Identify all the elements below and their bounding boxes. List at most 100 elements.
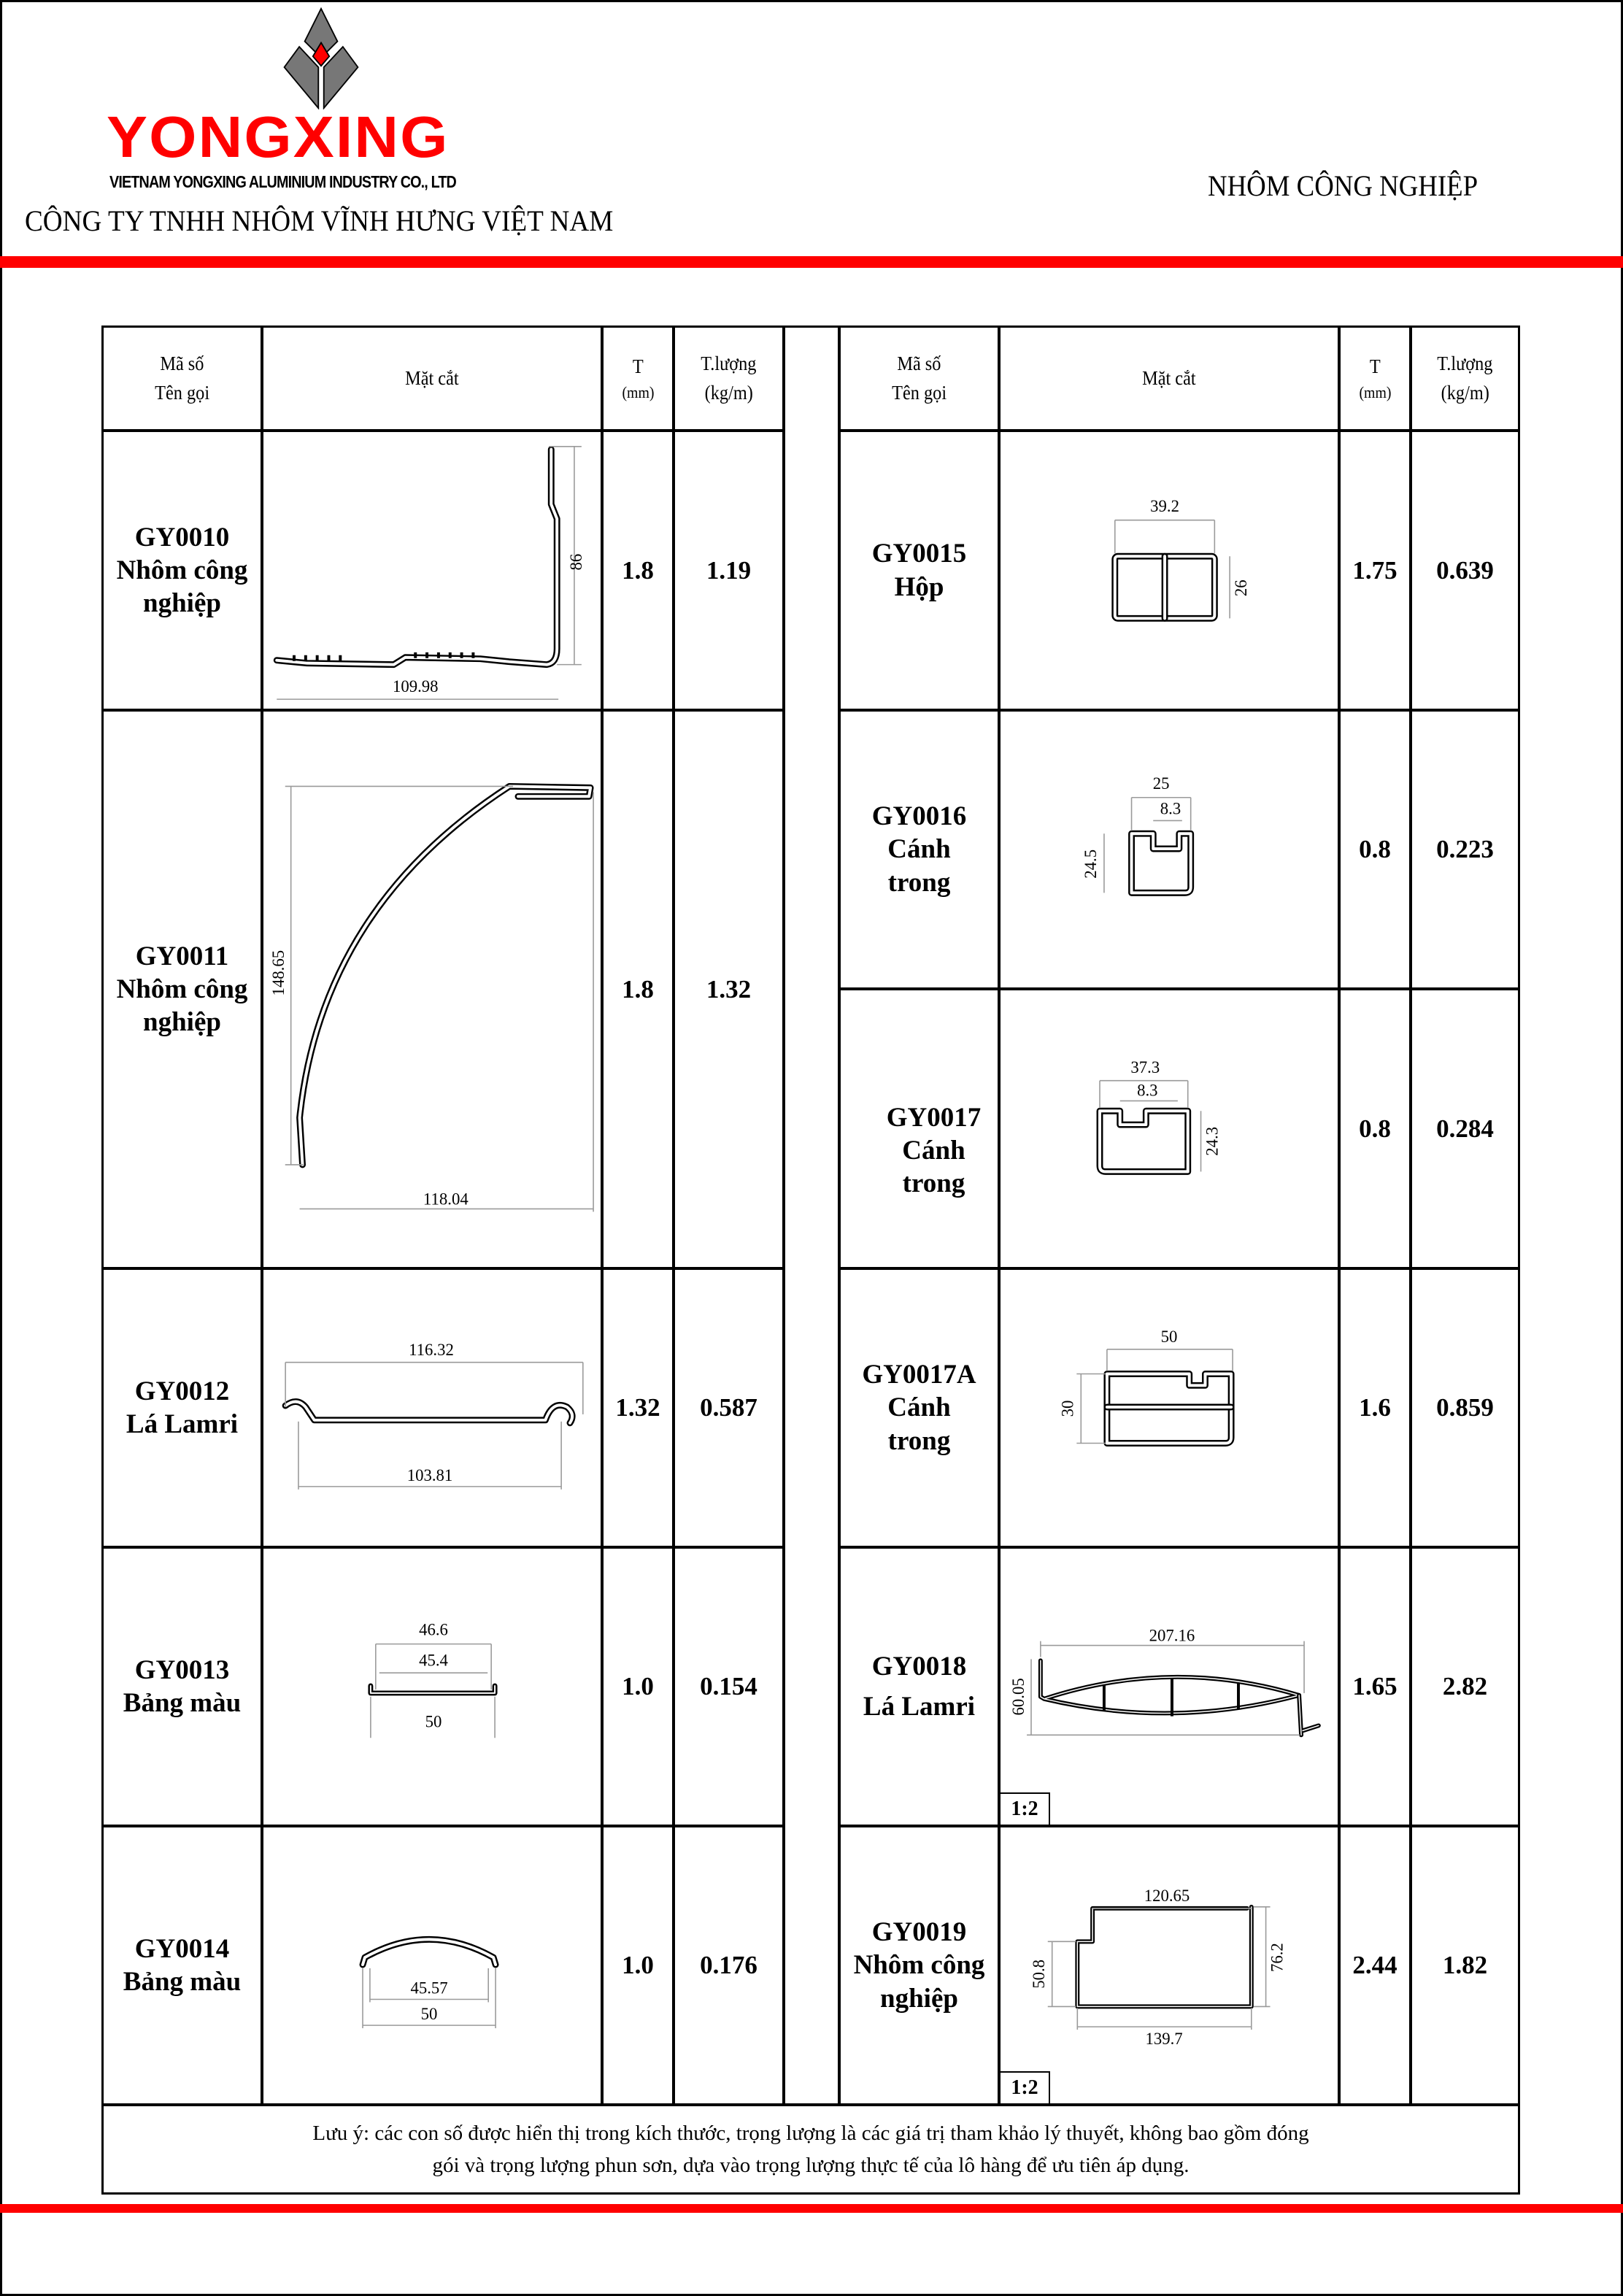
product-name: nghiệp	[143, 1007, 221, 1038]
header-t-unit: (mm)	[621, 383, 654, 402]
profile-inner-outline	[284, 1400, 574, 1425]
weight-cell: 1.82	[1410, 1825, 1520, 2106]
profile-drawing-gy0011: 148.65 118.04	[269, 782, 594, 1212]
brand-subtitle: VIETNAM YONGXING ALUMINIUM INDUSTRY CO.,…	[109, 172, 457, 191]
product-name: Bảng màu	[123, 1688, 242, 1718]
weight-value: 2.82	[1442, 1672, 1488, 1700]
thickness-value: 1.0	[622, 1951, 654, 1979]
profile-inner-outline	[1105, 1372, 1233, 1445]
profile-outline	[1038, 1658, 1302, 1716]
note-box: Lưu ý: các con số được hiển thị trong kí…	[101, 2104, 1520, 2195]
profile-outline	[273, 446, 560, 669]
yongxing-logo-icon	[283, 7, 359, 109]
dimension-label: 50	[1161, 1328, 1178, 1346]
dimension-label: 116.32	[409, 1341, 454, 1359]
profile-outline	[1128, 830, 1195, 896]
profile-drawing-gy0010: 86 109.98	[273, 445, 585, 700]
product-name: trong	[887, 867, 951, 898]
weight-value: 0.154	[700, 1672, 757, 1700]
weight-cell: 0.176	[673, 1825, 784, 2106]
dimension-label: 148.65	[269, 950, 288, 996]
profile-outline	[296, 782, 594, 1168]
weight-cell: 0.859	[1410, 1268, 1520, 1548]
weight-cell: 1.32	[673, 709, 784, 1269]
weight-cell: 0.154	[673, 1546, 784, 1827]
weight-value: 1.19	[706, 555, 752, 585]
product-code: GY0012	[134, 1376, 230, 1406]
weight-cell: 0.639	[1410, 430, 1520, 711]
section-drawing-cell: 207.16 60.05 1:2	[998, 1546, 1340, 1827]
thickness-cell: 1.32	[601, 1268, 674, 1548]
product-code: GY0018	[871, 1651, 967, 1681]
brand-name: YONGXING	[107, 104, 450, 169]
weight-value: 1.82	[1442, 1951, 1488, 1979]
dimension-label: 39.2	[1150, 497, 1179, 515]
thickness-cell: 1.8	[601, 430, 674, 711]
header-t-label: T	[632, 355, 644, 377]
product-name: Cánh	[887, 834, 951, 865]
category-title: NHÔM CÔNG NGHIỆP	[1208, 169, 1479, 202]
dimension-label: 24.5	[1082, 850, 1100, 879]
header-weight: T.lượng(kg/m)	[673, 325, 784, 431]
profile-drawing-gy0017: 37.3 8.3 24.3	[1096, 1058, 1221, 1175]
profile-drawing-gy0017a: 50 30	[1058, 1328, 1235, 1446]
profile-inner-outline	[298, 785, 593, 1166]
dimension-label: 76.2	[1268, 1943, 1286, 1972]
product-name: Nhôm công	[853, 1950, 985, 1981]
section-drawing-cell: 148.65 118.04	[261, 709, 603, 1269]
dimension-label: 50	[425, 1712, 442, 1730]
product-name: Cánh	[902, 1135, 965, 1166]
thickness-cell: 2.44	[1338, 1825, 1411, 2106]
section-drawing-cell: 37.3 8.3 24.3	[998, 988, 1340, 1269]
header-red-bar	[0, 256, 1623, 268]
dimension-label: 8.3	[1160, 800, 1181, 818]
thickness-cell: 1.0	[601, 1825, 674, 2106]
thickness-cell: 1.0	[601, 1546, 674, 1827]
product-name: nghiệp	[143, 588, 221, 619]
thickness-value: 1.8	[622, 555, 654, 585]
weight-value: 0.223	[1436, 835, 1494, 863]
profile-drawing-gy0015: 39.2 26	[1111, 497, 1250, 622]
header-code-label: Mã số	[160, 353, 204, 375]
product-code: GY0016	[871, 801, 967, 832]
note-line: gói và trọng lượng phun sơn, dựa vào trọ…	[432, 2154, 1190, 2177]
thickness-cell: 0.8	[1338, 709, 1411, 990]
header-thickness: T (mm)	[601, 325, 674, 431]
profile-outline	[1096, 1107, 1192, 1175]
dimension-label: 45.4	[419, 1651, 448, 1669]
profile-inner-outline	[1076, 1906, 1252, 2008]
dimension-label: 60.05	[1009, 1678, 1028, 1715]
section-drawing-cell: 50 30	[998, 1268, 1340, 1548]
header-t-label: T	[1369, 355, 1381, 377]
scale-label: 1:2	[1001, 1792, 1050, 1825]
header-weight-label: T.lượng	[701, 353, 757, 375]
profile-inner-outline	[361, 1938, 498, 1966]
company-name: CÔNG TY TNHH NHÔM VĨNH HƯNG VIỆT NAM	[25, 204, 614, 237]
header-weight-unit: (kg/m)	[1441, 381, 1489, 404]
dimension-label: 139.7	[1145, 2030, 1182, 2048]
product-name: Cánh	[887, 1392, 951, 1423]
dimension-label: 30	[1058, 1401, 1076, 1417]
header-section-label: Mặt cắt	[405, 366, 459, 389]
weight-value: 0.859	[1436, 1393, 1494, 1422]
table-gap-column	[783, 325, 840, 2106]
thickness-value: 1.8	[622, 974, 654, 1003]
profile-drawing-gy0014: 45.57 50	[359, 1935, 499, 2029]
thickness-cell: 1.8	[601, 709, 674, 1269]
weight-value: 1.32	[706, 974, 752, 1003]
section-drawing-cell: 45.57 50	[261, 1825, 603, 2106]
profile-drawing-gy0019: 120.65 50.8 76.2 139.7	[1030, 1887, 1287, 2048]
thickness-value: 1.6	[1359, 1393, 1391, 1422]
profile-outline	[359, 1935, 499, 1968]
profile-outline	[1075, 1904, 1254, 2009]
dimension-label: 103.81	[407, 1466, 453, 1484]
dimension-label: 37.3	[1130, 1058, 1160, 1076]
weight-value: 0.639	[1436, 555, 1494, 585]
thickness-value: 1.0	[622, 1672, 654, 1700]
